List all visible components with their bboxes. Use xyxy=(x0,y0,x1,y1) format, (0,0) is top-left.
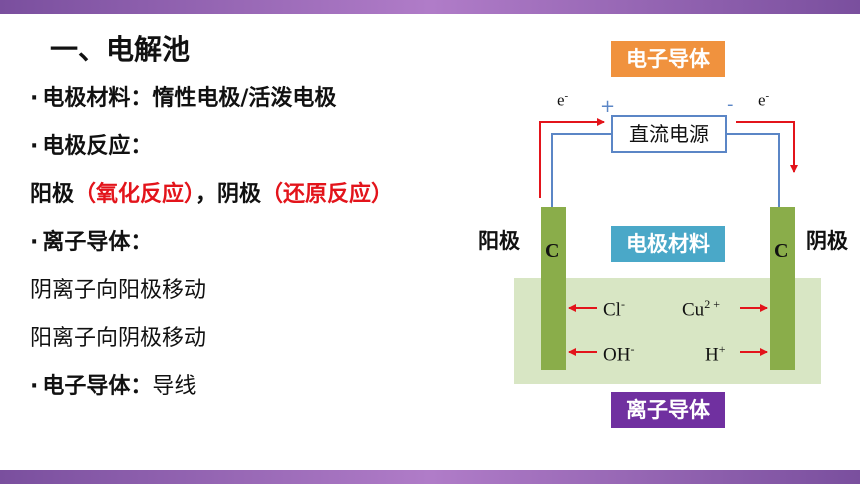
cathode-side-label: 阴极 xyxy=(806,229,848,253)
cathode-carbon-symbol: C xyxy=(774,240,789,262)
chloride-ion: Cl- xyxy=(603,297,625,321)
electron-conductor-tag: 电子导体 xyxy=(611,41,725,77)
electrode-material-value: 惰性电极/活泼电极 xyxy=(152,86,337,111)
bullet: · xyxy=(30,230,39,255)
anode-side-label: 阳极 xyxy=(478,229,520,253)
reduction-text: （还原反应） xyxy=(261,182,394,207)
negative-terminal: - xyxy=(727,94,734,115)
electrode-material-tag: 电极材料 xyxy=(611,226,725,262)
line-electrode-reaction: ·电极反应： xyxy=(30,128,152,160)
bottom-decoration-bar xyxy=(0,470,860,484)
positive-terminal: + xyxy=(600,96,616,117)
anode-carbon-symbol: C xyxy=(545,240,560,262)
line-ion-conductor: ·离子导体： xyxy=(30,224,152,256)
cathode-text: ，阴极 xyxy=(195,182,262,207)
power-source-box xyxy=(611,115,727,153)
wire-left xyxy=(551,133,614,207)
electron-symbol-left: e- xyxy=(557,90,569,110)
bullet: · xyxy=(30,134,39,159)
copper-ion: Cu2 + xyxy=(682,297,720,321)
electron-conductor-label: 电子导体： xyxy=(42,374,153,399)
electron-conductor-value: 导线 xyxy=(152,374,197,399)
cathode-electrode xyxy=(770,207,795,370)
power-source-label: 直流电源 xyxy=(629,122,709,146)
bullet: · xyxy=(30,86,39,111)
line-electrode-material: ·电极材料：惰性电极/活泼电极 xyxy=(30,80,336,112)
wire-right xyxy=(726,133,780,207)
electrode-material-label: 电极材料： xyxy=(42,86,153,111)
bullet: · xyxy=(30,374,39,399)
line-anion-move: 阴离子向阳极移动 xyxy=(30,278,207,303)
electron-flow-arrow-right xyxy=(736,121,798,173)
ion-conductor-tag: 离子导体 xyxy=(611,392,725,428)
anode-text: 阳极 xyxy=(30,182,75,207)
top-decoration-bar xyxy=(0,0,860,14)
electron-flow-arrow-left xyxy=(539,118,605,198)
ion-conductor-label: 离子导体： xyxy=(42,230,153,255)
oxidation-text: （氧化反应） xyxy=(74,182,196,207)
line-cation-move: 阳离子向阴极移动 xyxy=(30,326,207,351)
anode-electrode xyxy=(541,207,566,370)
hydrogen-ion: H+ xyxy=(705,342,726,366)
electrode-reaction-label: 电极反应： xyxy=(42,134,153,159)
hydroxide-ion: OH- xyxy=(603,342,635,366)
electron-symbol-right: e- xyxy=(758,90,770,110)
page-title: 一、电解池 xyxy=(50,33,191,66)
line-electron-conductor: ·电子导体：导线 xyxy=(30,368,196,400)
line-anode-cathode: 阳极（氧化反应），阴极（还原反应） xyxy=(30,176,393,208)
